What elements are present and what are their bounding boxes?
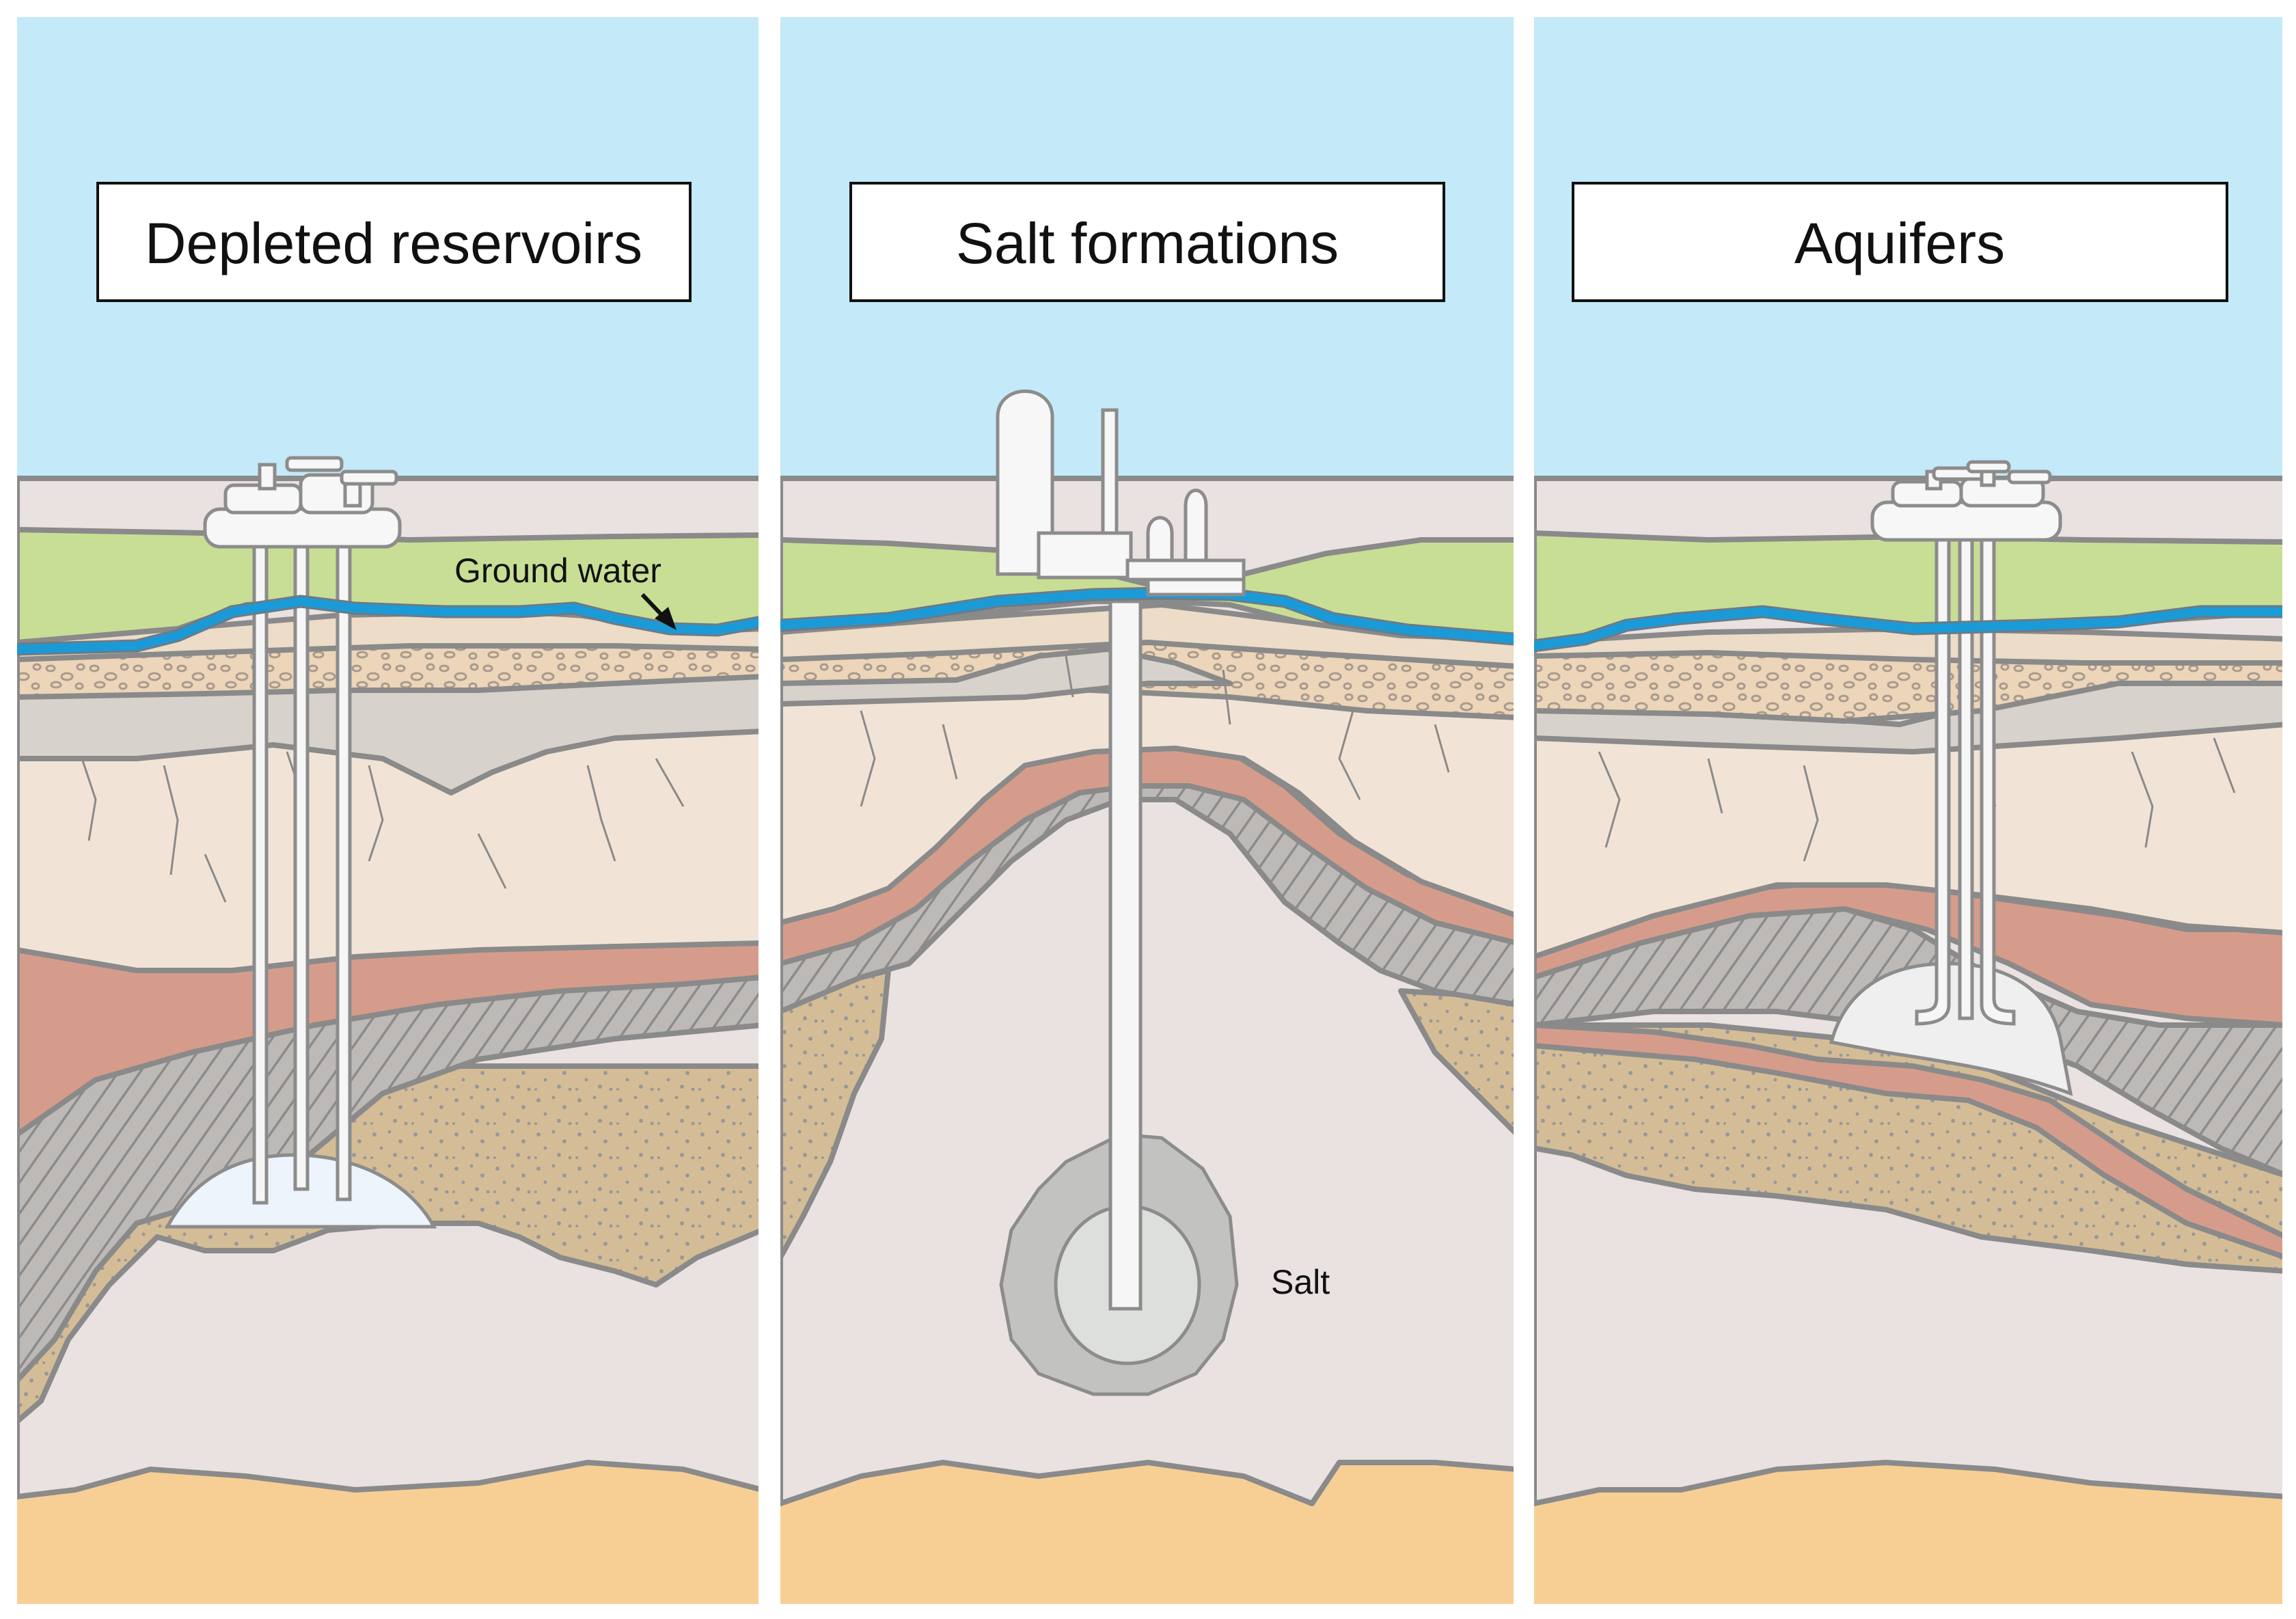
panel-title: Salt formations — [956, 211, 1339, 275]
rock-cracks — [860, 655, 1450, 807]
sand-layer-left — [780, 968, 891, 1260]
ground-water-arrow — [640, 593, 676, 630]
topsoil-layer — [17, 609, 758, 662]
title-box-aquifers: Aquifers — [1572, 182, 2228, 302]
well-pipe — [293, 541, 310, 1191]
panel-salt-formations: Salt — [780, 17, 1514, 1604]
topsoil-layer — [780, 602, 1514, 669]
panel-divider — [758, 0, 780, 1619]
well-head-facility — [203, 456, 402, 549]
panel-divider — [1514, 0, 1534, 1619]
panel-title: Depleted reservoirs — [145, 211, 642, 275]
well-pipe — [336, 541, 352, 1201]
well-pipe — [252, 541, 269, 1205]
processing-plant — [996, 390, 1246, 597]
salt-label: Salt — [1271, 1263, 1330, 1301]
well-head-facility — [1870, 460, 2062, 542]
topsoil-layer — [1534, 626, 2282, 666]
ground-water-line — [1534, 607, 2282, 651]
well-pipe — [1108, 599, 1143, 1311]
ground-water-line — [17, 597, 758, 654]
well-pipe — [1915, 538, 1951, 1026]
title-box-depleted-reservoirs: Depleted reservoirs — [96, 182, 692, 302]
panel-title: Aquifers — [1794, 211, 2005, 275]
gas-bubble — [1829, 962, 2073, 1096]
well-pipe — [1980, 538, 2016, 1026]
well-pipe — [1958, 538, 1974, 1020]
lower-red-clay — [1534, 1022, 2282, 1260]
ground-water-label: Ground water — [454, 552, 661, 590]
title-box-salt-formations: Salt formations — [849, 182, 1445, 302]
